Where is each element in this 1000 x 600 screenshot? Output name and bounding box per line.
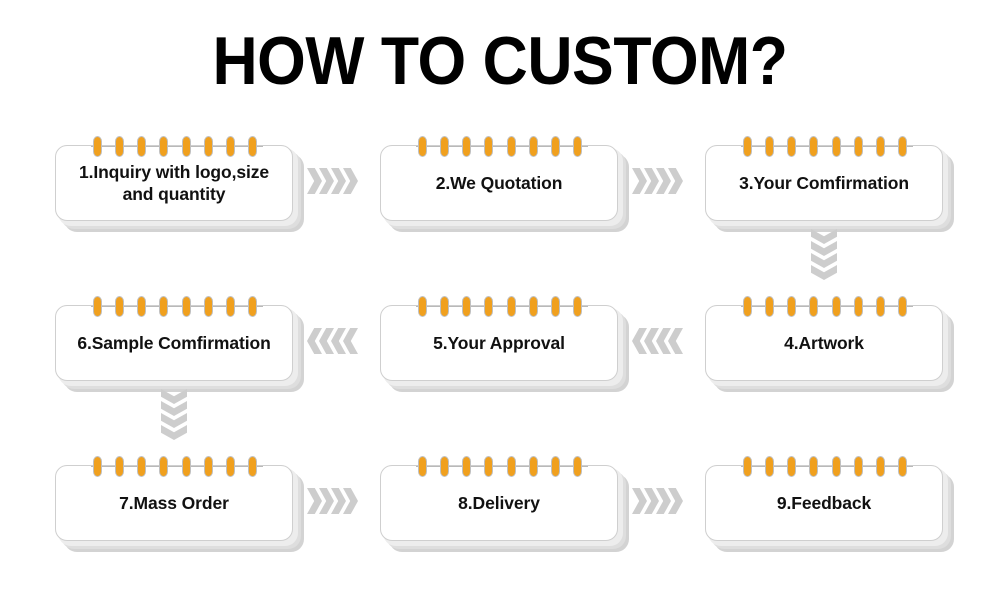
chevron-left-icon (632, 328, 647, 354)
chevron-right-icon (307, 168, 322, 194)
chevron-right-icon (331, 168, 346, 194)
chevron-right-icon (331, 488, 346, 514)
chevron-right-icon (644, 168, 659, 194)
step-card-1[interactable]: 1.Inquiry with logo,size and quantity (55, 136, 304, 237)
chevron-left-icon (331, 328, 346, 354)
chevron-left-icon (319, 328, 334, 354)
step-card-body[interactable]: 5.Your Approval (380, 305, 618, 381)
chevron-left-icon (343, 328, 358, 354)
step-card-body[interactable]: 4.Artwork (705, 305, 943, 381)
chevron-down-icon (161, 413, 187, 428)
chevron-left-icon (644, 328, 659, 354)
chevron-right-icon (319, 168, 334, 194)
chevron-right-icon (656, 168, 671, 194)
chevron-down-icon (161, 425, 187, 440)
step-card-label: 5.Your Approval (433, 332, 565, 353)
chevron-right-icon (319, 488, 334, 514)
step-card-6[interactable]: 6.Sample Comfirmation (55, 296, 304, 397)
chevron-right-icon (668, 488, 683, 514)
step-card-body[interactable]: 8.Delivery (380, 465, 618, 541)
page-title: HOW TO CUSTOM? (212, 23, 788, 99)
step-card-2[interactable]: 2.We Quotation (380, 136, 629, 237)
step-card-label: 3.Your Comfirmation (739, 172, 909, 193)
step-card-8[interactable]: 8.Delivery (380, 456, 629, 557)
flow-connector-right-icon (307, 168, 358, 194)
step-card-label: 6.Sample Comfirmation (77, 332, 271, 353)
step-card-3[interactable]: 3.Your Comfirmation (705, 136, 954, 237)
step-card-4[interactable]: 4.Artwork (705, 296, 954, 397)
chevron-down-icon (161, 401, 187, 416)
chevron-right-icon (644, 488, 659, 514)
step-card-label: 1.Inquiry with logo,size and quantity (78, 161, 270, 204)
step-card-body[interactable]: 3.Your Comfirmation (705, 145, 943, 221)
chevron-right-icon (307, 488, 322, 514)
chevron-right-icon (343, 488, 358, 514)
chevron-right-icon (632, 168, 647, 194)
chevron-down-icon (811, 253, 837, 268)
flow-connector-right-icon (632, 488, 683, 514)
step-card-label: 4.Artwork (784, 332, 864, 353)
step-card-body[interactable]: 9.Feedback (705, 465, 943, 541)
step-card-body[interactable]: 2.We Quotation (380, 145, 618, 221)
chevron-down-icon (811, 241, 837, 256)
chevron-right-icon (632, 488, 647, 514)
chevron-right-icon (668, 168, 683, 194)
step-card-body[interactable]: 1.Inquiry with logo,size and quantity (55, 145, 293, 221)
step-card-body[interactable]: 6.Sample Comfirmation (55, 305, 293, 381)
flow-connector-left-icon (307, 328, 358, 354)
step-card-9[interactable]: 9.Feedback (705, 456, 954, 557)
chevron-down-icon (811, 265, 837, 280)
chevron-left-icon (668, 328, 683, 354)
step-card-5[interactable]: 5.Your Approval (380, 296, 629, 397)
chevron-left-icon (307, 328, 322, 354)
step-card-label: 2.We Quotation (435, 172, 563, 193)
step-card-7[interactable]: 7.Mass Order (55, 456, 304, 557)
step-card-label: 9.Feedback (776, 492, 872, 513)
flow-connector-right-icon (307, 488, 358, 514)
chevron-right-icon (343, 168, 358, 194)
chevron-right-icon (656, 488, 671, 514)
step-card-body[interactable]: 7.Mass Order (55, 465, 293, 541)
step-card-label: 8.Delivery (458, 492, 540, 513)
flow-connector-right-icon (632, 168, 683, 194)
step-card-label: 7.Mass Order (119, 492, 229, 513)
chevron-left-icon (656, 328, 671, 354)
flow-connector-left-icon (632, 328, 683, 354)
